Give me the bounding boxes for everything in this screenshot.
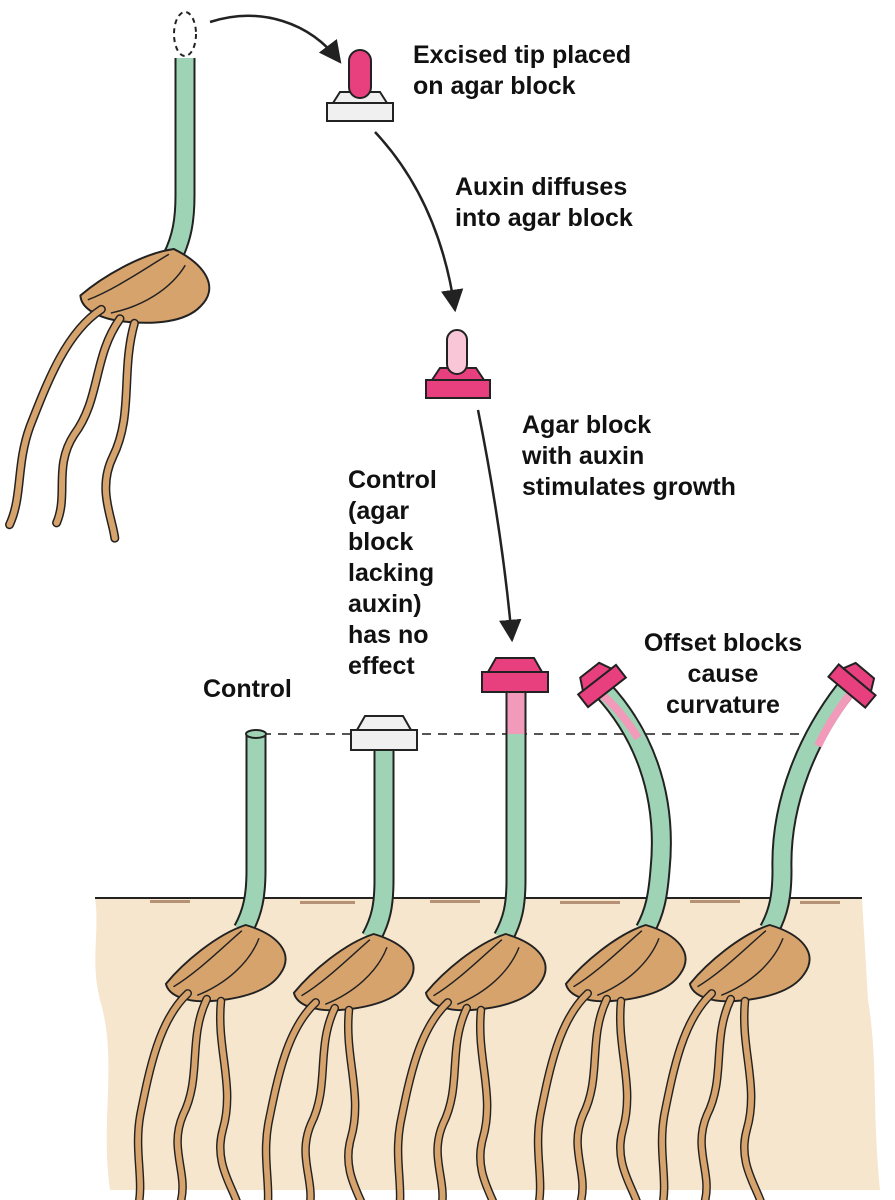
arrow-tip-to-agar bbox=[209, 14, 342, 64]
label-control: Control bbox=[203, 675, 292, 703]
initial-seedling bbox=[10, 11, 216, 552]
label-excised-tip: Excised tip placed on agar block bbox=[413, 41, 632, 100]
seedling-offset-left bbox=[537, 661, 685, 1200]
arrow-agar-to-auxin-block bbox=[374, 131, 464, 313]
soil bbox=[95, 898, 880, 1190]
seedling-offset-right bbox=[661, 661, 877, 1200]
label-control-agar: Control (agar block lacking auxin) has n… bbox=[348, 466, 437, 680]
label-agar-with-auxin: Agar block with auxin stimulates growth bbox=[522, 411, 736, 501]
removed-tip-outline bbox=[173, 11, 197, 57]
seedling-control bbox=[137, 729, 285, 1200]
soil-texture bbox=[150, 900, 840, 904]
label-auxin-diffuses: Auxin diffuses into agar block bbox=[455, 173, 633, 232]
seedling-plain-agar bbox=[265, 715, 418, 1200]
auxin-agar-block bbox=[425, 329, 491, 399]
label-offset-blocks: Offset blocks cause curvature bbox=[643, 629, 803, 719]
seedling-auxin-agar bbox=[397, 657, 548, 1200]
excised-tip-on-agar bbox=[326, 49, 394, 122]
arrow-auxin-block-to-seedling bbox=[476, 409, 522, 643]
